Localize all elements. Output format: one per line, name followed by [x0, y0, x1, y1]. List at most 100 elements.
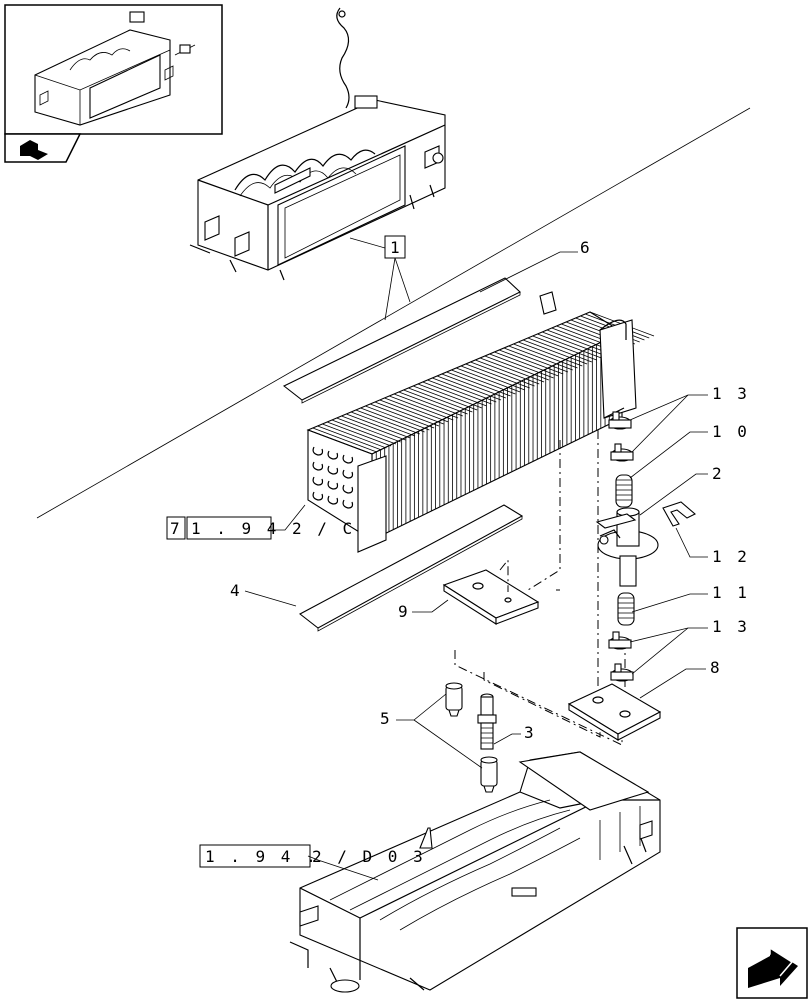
radiator-fin-top: [470, 361, 535, 387]
radiator-fin-top: [355, 409, 420, 435]
radiator-tube-end: [312, 476, 324, 486]
radiator-fin-top: [489, 353, 554, 379]
radiator-fin-top: [508, 345, 573, 371]
radiator-fin-top: [393, 393, 459, 419]
radiator-fin-top: [365, 405, 430, 431]
callout-4-label: 4: [230, 581, 243, 600]
reference-1-94-2-d-03[interactable]: 1 . 9 4 . 2 / D 0 3: [199, 844, 426, 881]
back-arrow-icon[interactable]: [4, 133, 82, 163]
radiator-fin-top: [350, 411, 416, 437]
radiator-fin-top: [346, 413, 411, 439]
hose-clamp-13c: [608, 631, 632, 650]
callout-item-10[interactable]: 1 0: [629, 422, 750, 479]
drain-valve-5a: [445, 682, 463, 717]
callout-6-label: 6: [580, 238, 593, 257]
callout-11-label: 1 1: [712, 583, 750, 602]
callout-item-9[interactable]: 9: [398, 599, 449, 621]
section-separator-line: [36, 107, 751, 519]
reference-1-94-2-c[interactable]: 7 1 . 9 4 2 / C: [166, 504, 355, 540]
radiator-fin-top: [422, 381, 487, 407]
callout-item-6[interactable]: 6: [479, 238, 593, 293]
callout-10-label: 1 0: [712, 422, 750, 441]
callout-item-5[interactable]: 5: [380, 693, 483, 769]
gasket-strip-6: [282, 277, 521, 404]
heater-assembly: [189, 7, 446, 281]
radiator-fin-top: [465, 363, 530, 389]
radiator-fin-top: [537, 333, 602, 359]
radiator-tube-end: [312, 446, 324, 456]
radiator-fin-top: [374, 401, 440, 427]
radiator-fin-top: [312, 427, 377, 453]
radiator-tube-end: [342, 484, 354, 494]
radiator-fin-top: [432, 377, 497, 403]
radiator-fin-top: [360, 407, 425, 433]
callout-3-label: 3: [524, 723, 537, 742]
radiator-fin-top: [522, 339, 588, 365]
radiator-fin-top: [499, 349, 564, 375]
callout-item-13-top[interactable]: 1 3: [629, 384, 750, 453]
callout-item-4[interactable]: 4: [230, 581, 297, 607]
callout-1-label: 1: [390, 238, 403, 257]
gasket-strip-4: [298, 504, 524, 632]
radiator-fin-top: [317, 425, 382, 451]
heater-core-radiator: [306, 291, 655, 553]
next-page-arrow-icon[interactable]: [736, 927, 808, 999]
radiator-tube-end: [327, 450, 339, 460]
radiator-fin-top: [494, 351, 559, 377]
callout-item-2[interactable]: 2: [639, 464, 725, 516]
radiator-fin-top: [503, 347, 569, 373]
water-valve-2: [595, 507, 659, 587]
callout-13-bottom-label: 1 3: [712, 617, 750, 636]
ref-upper-box: 7: [170, 519, 183, 538]
radiator-fin-top: [518, 341, 583, 367]
radiator-fin-top: [446, 371, 511, 397]
radiator-fin-top: [307, 429, 373, 455]
valve-stack: [595, 411, 696, 682]
radiator-fin-top: [408, 387, 473, 413]
callout-ref-1[interactable]: 1: [349, 235, 411, 321]
radiator-fin-top: [369, 403, 435, 429]
radiator-tube-end: [327, 480, 339, 490]
callout-item-3[interactable]: 3: [493, 723, 537, 745]
ref-upper-code: 1 . 9 4: [191, 519, 279, 538]
drain-valve-5b: [480, 756, 498, 793]
callout-5-label: 5: [380, 709, 393, 728]
radiator-fin-top: [441, 373, 506, 399]
radiator-fin-top: [417, 383, 483, 409]
radiator-tube-end: [342, 469, 354, 479]
radiator-fin-top: [546, 329, 612, 355]
callout-item-8[interactable]: 8: [639, 658, 723, 699]
radiator-fin-top: [532, 335, 597, 361]
callout-item-12[interactable]: 1 2: [675, 527, 750, 566]
radiator-fin-top: [336, 417, 401, 443]
radiator-fin-top: [451, 369, 516, 395]
radiator-tube-end: [327, 495, 339, 505]
ref-upper-suffix: 2 / C: [292, 519, 355, 538]
assembly-thumbnail[interactable]: [4, 4, 223, 135]
radiator-fin-top: [484, 355, 549, 381]
radiator-tube-end: [312, 461, 324, 471]
hose-clamp-13a: [608, 411, 632, 430]
radiator-fin-top: [427, 379, 492, 405]
callout-item-13-bottom[interactable]: 1 3: [629, 617, 750, 675]
radiator-fin-top: [456, 367, 521, 393]
radiator-fin-top: [322, 423, 387, 449]
radiator-fin-top: [403, 389, 468, 415]
callout-12-label: 1 2: [712, 547, 750, 566]
drain-pipe-3: [477, 693, 497, 750]
radiator-tube-end: [327, 465, 339, 475]
radiator-fin-top: [379, 399, 444, 425]
ref-lower-code: 1 . 9 4 .: [205, 847, 319, 866]
hose-10: [615, 474, 633, 508]
hose-clamp-13d: [610, 663, 634, 682]
radiator-tube-end: [312, 491, 324, 501]
radiator-fin-top: [527, 337, 593, 363]
radiator-fin-top: [436, 375, 502, 401]
radiator-fin-top: [326, 421, 392, 447]
callout-9-label: 9: [398, 602, 411, 621]
callout-item-11[interactable]: 1 1: [631, 583, 750, 613]
radiator-fin-top: [384, 397, 449, 423]
radiator-fin-top: [460, 365, 526, 391]
pad-8: [567, 683, 662, 741]
